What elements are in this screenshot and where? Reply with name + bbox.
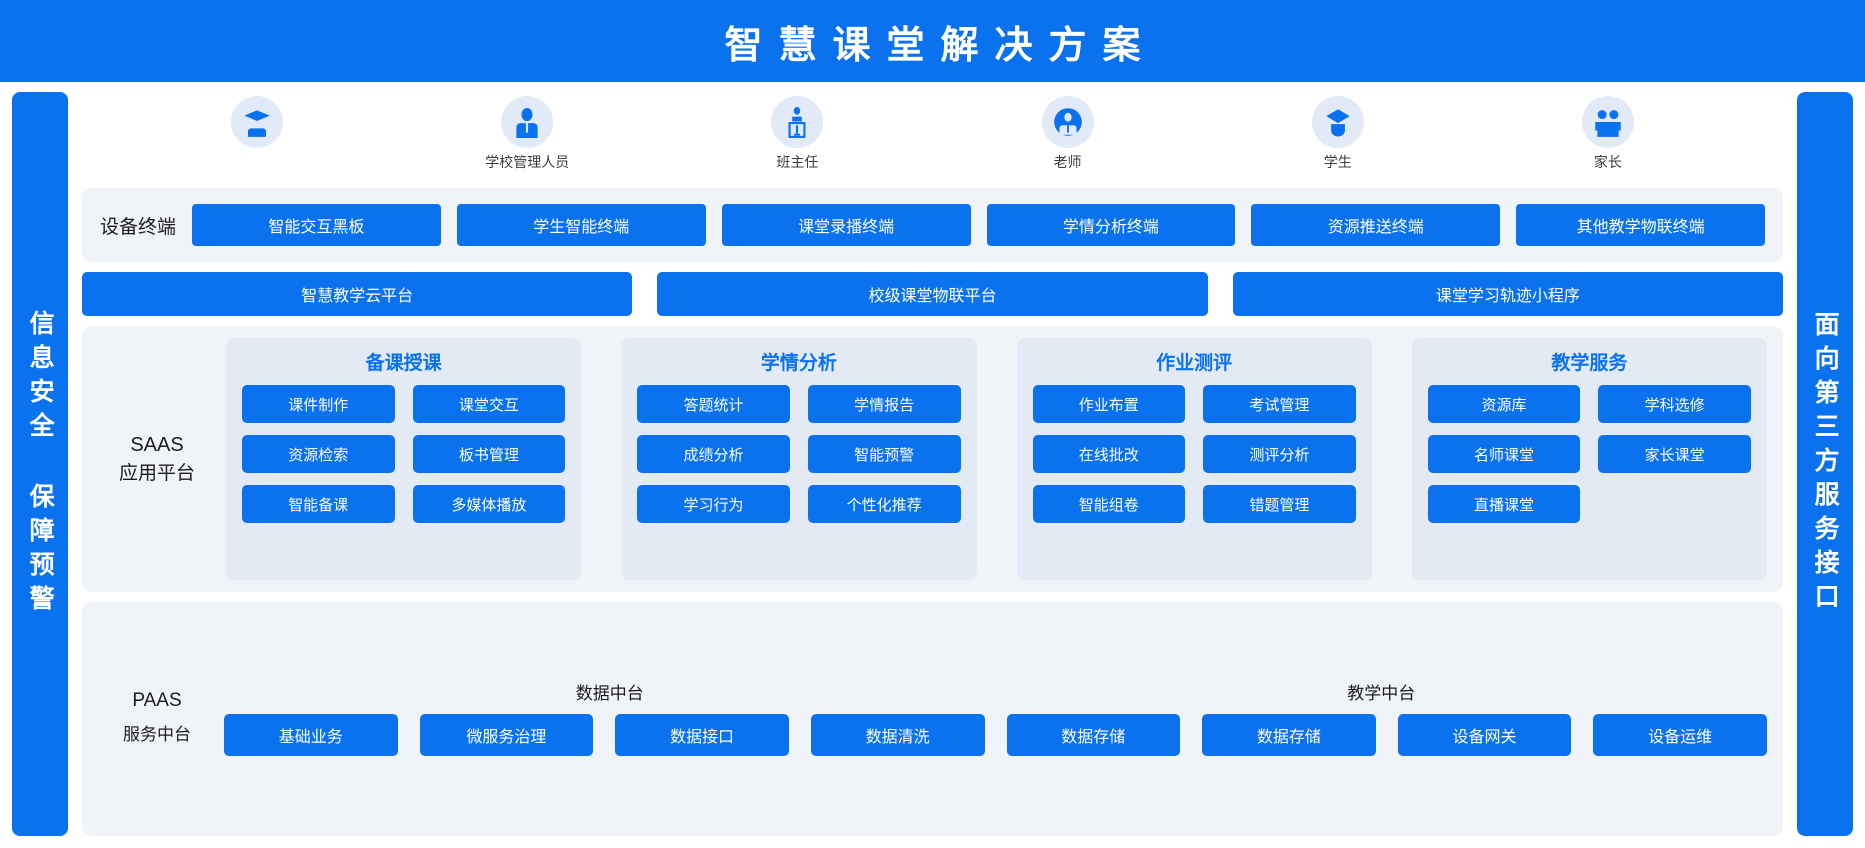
role-item[interactable]: 学生 (1263, 96, 1413, 172)
group-title: 作业测评 (1156, 353, 1233, 374)
admin-person-icon (501, 96, 554, 148)
group-title: 备课授课 (365, 353, 442, 374)
left-rail-information-security: 信息安全 保障预警 (12, 92, 68, 836)
student-cap-icon (1311, 96, 1364, 148)
right-rail-label: 面向第三方服务接口 (1811, 311, 1840, 617)
page-title: 智慧课堂解决方案 (724, 24, 1157, 67)
saas-group-homework-assessment: 作业测评 作业布置 考试管理 在线批改 测评分析 智能组卷 错题管理 (1016, 338, 1372, 580)
saas-chip-smart-prep[interactable]: 智能备课 (242, 485, 395, 523)
group-title: 教学服务 (1551, 353, 1628, 374)
paas-chip-data-storage-2[interactable]: 数据存储 (1202, 713, 1376, 756)
paas-section: PAAS 服务中台 数据中台 教学中台 基础业务 微服务治理 数据接口 数据清洗… (82, 602, 1783, 836)
role-label: 老师 (1053, 154, 1082, 170)
saas-chip-score-analysis[interactable]: 成绩分析 (637, 435, 790, 473)
saas-chip-learning-behavior[interactable]: 学习行为 (637, 485, 790, 523)
saas-chip-answer-statistics[interactable]: 答题统计 (637, 385, 790, 423)
saas-label: SAAS 应用平台 (98, 430, 216, 489)
saas-chip-classroom-interaction[interactable]: 课堂交互 (412, 385, 566, 423)
saas-chip-personalized-recommendation[interactable]: 个性化推荐 (807, 485, 961, 523)
role-item[interactable] (182, 96, 332, 152)
saas-chip-smart-paper-generation[interactable]: 智能组卷 (1032, 485, 1186, 523)
platform-chip-school-iot[interactable]: 校级课堂物联平台 (657, 272, 1208, 316)
paas-chip-device-ops[interactable]: 设备运维 (1593, 713, 1767, 756)
device-terminal-row: 设备终端 智能交互黑板 学生智能终端 课堂录播终端 学情分析终端 资源推送终端 … (82, 188, 1783, 262)
paas-chip-device-gateway[interactable]: 设备网关 (1397, 713, 1572, 756)
saas-chip-learning-report[interactable]: 学情报告 (807, 385, 961, 423)
paas-heading-data-midplatform: 数据中台 (575, 683, 644, 703)
saas-chip-resource-search[interactable]: 资源检索 (242, 435, 395, 473)
roles-row: 学校管理人员 班主任 (82, 92, 1783, 178)
saas-chip-homework-assignment[interactable]: 作业布置 (1032, 385, 1186, 423)
saas-chip-courseware-creation[interactable]: 课件制作 (242, 385, 395, 423)
paas-label-cn: 服务中台 (123, 724, 191, 744)
saas-group-teaching-service: 教学服务 资源库 学科选修 名师课堂 家长课堂 直播课堂 (1411, 338, 1767, 580)
saas-chip-parent-class[interactable]: 家长课堂 (1598, 435, 1751, 473)
platform-row: 智慧教学云平台 校级课堂物联平台 课堂学习轨迹小程序 (82, 272, 1783, 316)
saas-group-learning-analysis: 学情分析 答题统计 学情报告 成绩分析 智能预警 学习行为 个性化推荐 (621, 338, 977, 580)
role-item[interactable]: 家长 (1533, 96, 1683, 172)
saas-section: SAAS 应用平台 备课授课 课件制作 课堂交互 资源检索 板书管理 智能备课 … (82, 326, 1783, 592)
paas-chip-basic-business[interactable]: 基础业务 (224, 713, 398, 756)
saas-groups: 备课授课 课件制作 课堂交互 资源检索 板书管理 智能备课 多媒体播放 学情分析 (226, 338, 1767, 580)
device-chip-recording-terminal[interactable]: 课堂录播终端 (721, 204, 971, 246)
paas-heading-teaching-midplatform: 教学中台 (1347, 683, 1416, 703)
saas-chip-exam-management[interactable]: 考试管理 (1203, 385, 1356, 423)
role-item[interactable]: 学校管理人员 (452, 96, 602, 172)
paas-label-en: PAAS (132, 689, 182, 711)
diagram-body: 信息安全 保障预警 (0, 82, 1865, 848)
device-chip-other-iot-terminal[interactable]: 其他教学物联终端 (1516, 204, 1765, 246)
role-item[interactable]: 老师 (993, 96, 1143, 172)
platform-chip-learning-track-miniapp[interactable]: 课堂学习轨迹小程序 (1232, 272, 1783, 316)
parents-icon (1581, 96, 1634, 148)
teacher-circle-icon (1041, 96, 1094, 148)
podium-teacher-icon (771, 96, 824, 148)
saas-chip-live-class[interactable]: 直播课堂 (1427, 485, 1581, 523)
paas-headings: 数据中台 教学中台 (224, 679, 1767, 704)
graduate-icon (231, 96, 284, 148)
left-rail-label: 信息安全 保障预警 (26, 309, 55, 619)
paas-chips: 基础业务 微服务治理 数据接口 数据清洗 数据存储 数据存储 设备网关 设备运维 (224, 713, 1767, 756)
saas-chip-master-teacher-class[interactable]: 名师课堂 (1427, 435, 1581, 473)
device-terminal-label: 设备终端 (100, 216, 177, 238)
paas-content: 数据中台 教学中台 基础业务 微服务治理 数据接口 数据清洗 数据存储 数据存储… (224, 679, 1767, 756)
saas-chip-blackboard-management[interactable]: 板书管理 (412, 435, 566, 473)
device-chip-analysis-terminal[interactable]: 学情分析终端 (986, 204, 1236, 246)
saas-label-cn: 应用平台 (118, 462, 195, 484)
paas-chip-data-interface[interactable]: 数据接口 (615, 713, 789, 756)
device-chip-smart-blackboard[interactable]: 智能交互黑板 (192, 204, 441, 246)
paas-chip-data-storage-1[interactable]: 数据存储 (1006, 713, 1181, 756)
saas-label-en: SAAS (130, 433, 184, 456)
group-grid: 作业布置 考试管理 在线批改 测评分析 智能组卷 错题管理 (1032, 385, 1356, 523)
saas-chip-smart-warning[interactable]: 智能预警 (807, 435, 961, 473)
saas-chip-subject-elective[interactable]: 学科选修 (1598, 385, 1751, 423)
saas-group-lesson-prep: 备课授课 课件制作 课堂交互 资源检索 板书管理 智能备课 多媒体播放 (226, 338, 582, 580)
role-label: 班主任 (776, 154, 819, 170)
paas-label: PAAS 服务中台 (98, 683, 216, 751)
role-item[interactable]: 班主任 (722, 96, 872, 172)
group-grid: 答题统计 学情报告 成绩分析 智能预警 学习行为 个性化推荐 (637, 385, 961, 523)
platform-chip-cloud-teaching[interactable]: 智慧教学云平台 (82, 272, 633, 316)
saas-chip-online-grading[interactable]: 在线批改 (1032, 435, 1186, 473)
role-label: 家长 (1593, 154, 1622, 170)
group-title: 学情分析 (760, 353, 837, 374)
saas-chip-assessment-analysis[interactable]: 测评分析 (1203, 435, 1356, 473)
role-label: 学校管理人员 (485, 154, 570, 170)
device-chip-student-terminal[interactable]: 学生智能终端 (456, 204, 706, 246)
group-grid: 资源库 学科选修 名师课堂 家长课堂 直播课堂 (1427, 385, 1751, 523)
saas-chip-multimedia-playback[interactable]: 多媒体播放 (412, 485, 566, 523)
device-chip-resource-push-terminal[interactable]: 资源推送终端 (1251, 204, 1501, 246)
saas-chip-resource-library[interactable]: 资源库 (1427, 385, 1581, 423)
page-header: 智慧课堂解决方案 (0, 0, 1865, 82)
paas-chip-microservice-governance[interactable]: 微服务治理 (419, 713, 594, 756)
role-label: 学生 (1323, 154, 1352, 170)
saas-chip-wrong-question-management[interactable]: 错题管理 (1203, 485, 1356, 523)
group-grid: 课件制作 课堂交互 资源检索 板书管理 智能备课 多媒体播放 (242, 385, 566, 523)
right-rail-third-party-api: 面向第三方服务接口 (1797, 92, 1853, 836)
paas-chip-data-cleaning[interactable]: 数据清洗 (810, 713, 985, 756)
center-column: 学校管理人员 班主任 (82, 92, 1783, 836)
